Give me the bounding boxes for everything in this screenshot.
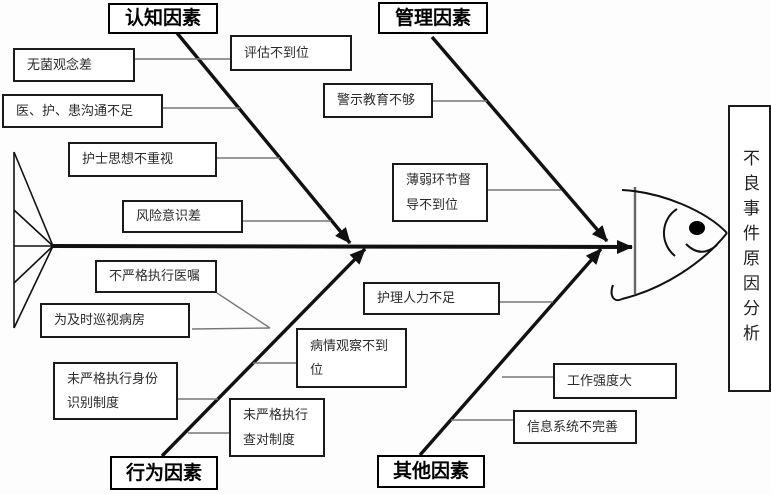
branch-label-other: 其他因素 (377, 455, 485, 488)
fish-tail-icon (13, 151, 54, 329)
branch-label-cognitive: 认知因素 (108, 3, 218, 34)
cause-box-assessment: 评估不到位 (230, 35, 352, 71)
cause-box-risk-awareness: 风险意识差 (122, 200, 243, 233)
cause-box-communication: 医、护、患沟通不足 (2, 94, 163, 128)
bone-cognitive (175, 31, 352, 245)
branch-label-management: 管理因素 (378, 2, 488, 34)
cause-box-work-intensity: 工作强度大 (553, 363, 677, 399)
cause-box-nursing-manpower: 护理人力不足 (363, 282, 500, 315)
fish-spine (52, 239, 633, 254)
cause-box-verification-system: 未严格执行 查对制度 (229, 398, 325, 457)
bone-behavior (160, 247, 367, 458)
bone-other (418, 247, 603, 457)
fish-eye-icon (689, 221, 705, 235)
fish-head-icon (610, 187, 728, 302)
cause-box-doctor-orders: 不严格执行医嘱 (95, 260, 217, 293)
cause-box-identity-check: 未严格执行身份 识别制度 (53, 362, 178, 420)
cause-box-condition-observation: 病情观察不到 位 (296, 328, 407, 388)
bone-management (430, 35, 609, 243)
cause-box-nurse-attention: 护士思想不重视 (68, 142, 217, 177)
cause-box-ward-rounds: 为及时巡视病房 (40, 303, 190, 338)
cause-box-warning-education: 警示教育不够 (323, 83, 433, 118)
effect-label: 不良事件原因分析 (728, 105, 771, 392)
cause-box-aseptic-concept: 无菌观念差 (13, 48, 135, 82)
cause-box-information-system: 信息系统不完善 (513, 410, 637, 444)
branch-label-behavior: 行为因素 (110, 456, 218, 490)
cause-connectors (135, 58, 561, 434)
cause-box-weak-link-supervision: 薄弱环节督 导不到位 (392, 163, 488, 222)
